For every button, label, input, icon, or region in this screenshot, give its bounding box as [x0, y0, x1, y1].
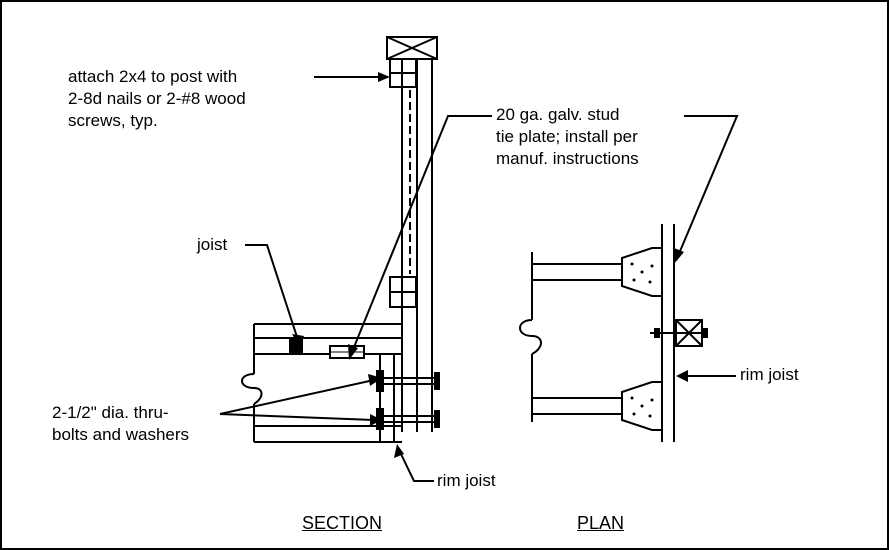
plan-joist-end	[519, 252, 542, 422]
leaders-section	[219, 72, 492, 482]
thru-bolts	[376, 370, 440, 430]
attach-note: attach 2x4 to post with 2-8d nails or 2-…	[68, 66, 246, 132]
plan-title: PLAN	[577, 513, 625, 533]
plan-joist-bottom	[532, 397, 630, 415]
tie-plate-note-line-3: manuf. instructions	[496, 149, 639, 168]
plan-tie-plate-top	[621, 247, 663, 297]
plan-post	[650, 319, 708, 347]
plan-joist-top	[532, 263, 630, 281]
post	[401, 59, 433, 432]
rim-joist-plan-label: rim joist	[740, 365, 799, 384]
plan-tie-plate-bottom	[621, 381, 663, 431]
leaders-plan	[674, 115, 739, 382]
bolts-note: 2-1/2" dia. thru- bolts and washers	[52, 402, 189, 446]
post-cap	[386, 36, 438, 60]
attach-note-line-2: 2-8d nails or 2-#8 wood	[68, 89, 246, 108]
attach-note-line-3: screws, typ.	[68, 111, 158, 130]
tie-plate-note-line-2: tie plate; install per	[496, 127, 638, 146]
bolts-note-line-1: 2-1/2" dia. thru-	[52, 403, 169, 422]
tie-plate-note: 20 ga. galv. stud tie plate; install per…	[496, 104, 639, 170]
bolts-note-line-2: bolts and washers	[52, 425, 190, 444]
section-view	[219, 36, 492, 482]
plan-view	[519, 115, 739, 442]
joist-label: joist	[197, 235, 228, 254]
tie-plate-note-line-1: 20 ga. galv. stud	[496, 105, 620, 124]
joist	[241, 323, 402, 443]
section-title: SECTION	[302, 513, 383, 533]
attach-note-line-1: attach 2x4 to post with	[68, 67, 238, 86]
post-fastener-bottom	[389, 276, 417, 308]
post-fastener-top	[389, 58, 417, 88]
rim-joist-section-label: rim joist	[437, 471, 496, 490]
